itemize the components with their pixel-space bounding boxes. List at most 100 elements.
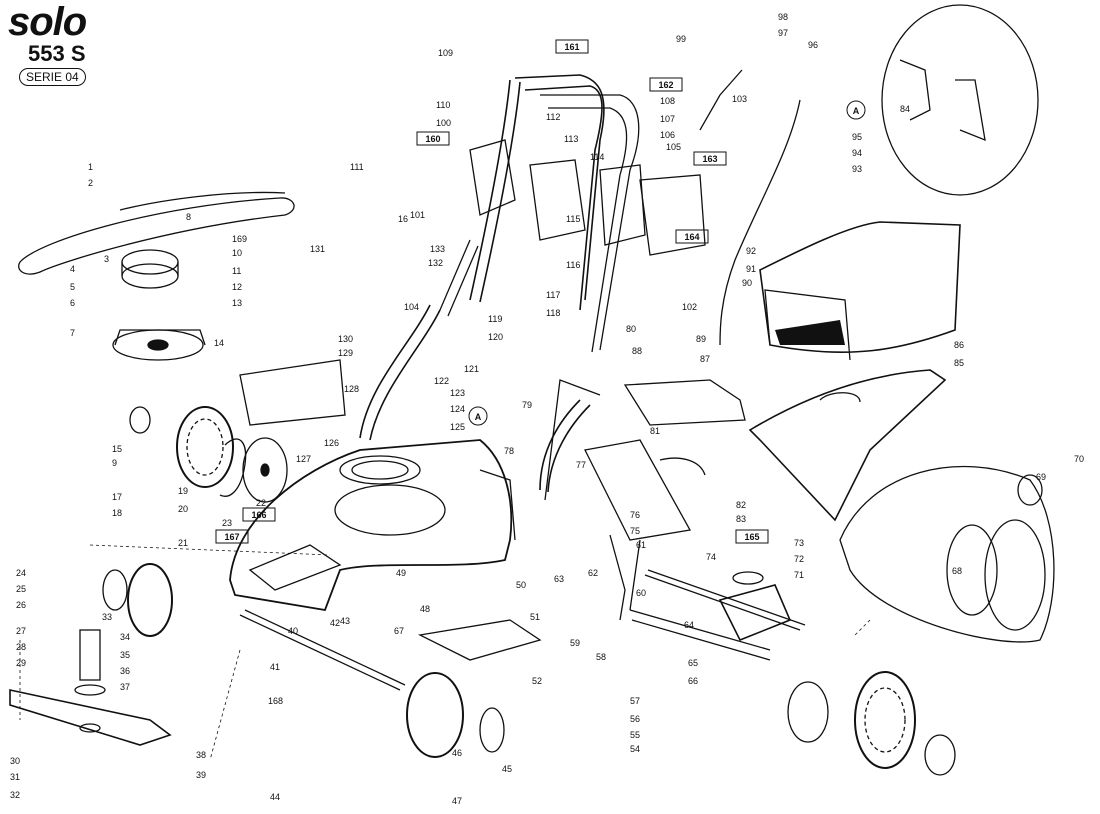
height-lever-drawing <box>609 534 641 621</box>
boxed-part-number: 164 <box>684 232 699 242</box>
part-number-label: 65 <box>688 658 698 668</box>
brand-logo: solo <box>8 0 87 44</box>
series-badge: SERIE 04 <box>19 68 86 86</box>
part-number-label: 87 <box>700 354 710 364</box>
rear-wheel-right-drawing <box>854 671 916 769</box>
rear-wheel-left-drawing <box>176 406 234 488</box>
part-number-label: 93 <box>852 164 862 174</box>
drive-axle-drawing <box>644 569 806 631</box>
part-number-label: 3 <box>104 254 109 264</box>
detail-view-circle <box>881 4 1039 196</box>
part-number-label: 13 <box>232 298 242 308</box>
part-number-label: 119 <box>488 314 502 324</box>
part-number-label: 94 <box>852 148 862 158</box>
part-number-label: 85 <box>954 358 964 368</box>
part-number-label: 88 <box>632 346 642 356</box>
part-number-label: 37 <box>120 682 130 692</box>
belt-drawing <box>119 191 286 211</box>
handle-drawing <box>359 304 441 441</box>
upper-handle-drawing <box>469 79 521 303</box>
front-wheel-right-drawing <box>406 672 464 758</box>
part-number-label: 169 <box>232 234 247 244</box>
model-number: 553 S <box>28 41 86 66</box>
part-number-label: 132 <box>428 258 443 268</box>
detail-marker-letter: A <box>475 412 482 422</box>
part-number-label: 107 <box>660 114 675 124</box>
boxed-part-number: 161 <box>564 42 579 52</box>
part-number-label: 96 <box>808 40 818 50</box>
part-number-label: 39 <box>196 770 206 780</box>
part-number-label: 82 <box>736 500 746 510</box>
part-number-label: 103 <box>732 94 747 104</box>
boxed-part-frame <box>242 507 276 522</box>
part-number-label: 27 <box>16 626 26 636</box>
part-number-label: 100 <box>436 118 451 128</box>
boxed-part-frame <box>215 529 249 544</box>
part-number-label: 84 <box>900 104 910 114</box>
part-number-label: 57 <box>630 696 640 706</box>
part-number-label: 32 <box>10 790 20 800</box>
part-number-label: 52 <box>532 676 542 686</box>
part-number-label: 25 <box>16 584 26 594</box>
part-number-label: 28 <box>16 642 26 652</box>
boxed-part-frame <box>416 131 450 146</box>
boxed-part-number: 165 <box>744 532 759 542</box>
part-number-label: 111 <box>350 162 364 172</box>
callout-labels: 1234567891011121314151617181920212223242… <box>10 12 1084 806</box>
grass-catcher-bag-drawing <box>759 221 961 353</box>
part-number-label: 21 <box>178 538 188 548</box>
part-number-label: 89 <box>696 334 706 344</box>
part-number-label: 12 <box>232 282 242 292</box>
part-number-label: 64 <box>684 620 694 630</box>
part-number-label: 17 <box>112 492 122 502</box>
part-number-label: 50 <box>516 580 526 590</box>
part-number-label: 14 <box>214 338 224 348</box>
part-number-label: 44 <box>270 792 280 802</box>
part-number-label: 131 <box>310 244 325 254</box>
blade-drawing <box>9 689 172 746</box>
part-number-label: 98 <box>778 12 788 22</box>
part-number-label: 126 <box>324 438 339 448</box>
part-number-label: 127 <box>296 454 311 464</box>
part-number-label: 29 <box>16 658 26 668</box>
part-number-label: 23 <box>222 518 232 528</box>
part-number-label: 45 <box>502 764 512 774</box>
boxed-part-frame <box>675 229 709 244</box>
boxed-part-number: 166 <box>251 510 266 520</box>
part-drawings <box>9 4 1055 776</box>
part-number-label: 18 <box>112 508 122 518</box>
detail-marker-circle <box>846 100 866 120</box>
part-number-label: 11 <box>232 266 241 276</box>
part-number-label: 63 <box>554 574 564 584</box>
part-number-label: 62 <box>588 568 598 578</box>
part-number-label: 2 <box>88 178 93 188</box>
part-number-label: 9 <box>112 458 117 468</box>
handle-bracket-drawing <box>469 139 516 216</box>
engine-shaft-drawing <box>79 629 101 681</box>
throttle-cable-drawing <box>719 99 801 346</box>
part-number-label: 92 <box>746 246 756 256</box>
part-number-label: 46 <box>452 748 462 758</box>
part-number-label: 55 <box>630 730 640 740</box>
part-number-label: 102 <box>682 302 697 312</box>
part-number-label: 43 <box>340 616 350 626</box>
part-number-label: 15 <box>112 444 122 454</box>
part-number-label: 6 <box>70 298 75 308</box>
part-number-label: 58 <box>596 652 606 662</box>
part-number-label: 42 <box>330 618 340 628</box>
part-number-label: 129 <box>338 348 353 358</box>
part-number-label: 133 <box>430 244 445 254</box>
part-number-label: 130 <box>338 334 353 344</box>
part-number-label: 5 <box>70 282 75 292</box>
part-number-label: 97 <box>778 28 788 38</box>
part-number-label: 105 <box>666 142 681 152</box>
gearbox-drawing <box>718 584 792 642</box>
boxed-part-number: 167 <box>224 532 239 542</box>
part-number-label: 16 <box>398 214 408 224</box>
part-number-label: 31 <box>10 772 20 782</box>
boxed-part-number: 162 <box>658 80 673 90</box>
catcher-frame-drawing <box>748 369 947 522</box>
rear-flap-drawing <box>584 439 692 541</box>
part-number-label: 47 <box>452 796 462 806</box>
part-number-label: 77 <box>576 460 586 470</box>
